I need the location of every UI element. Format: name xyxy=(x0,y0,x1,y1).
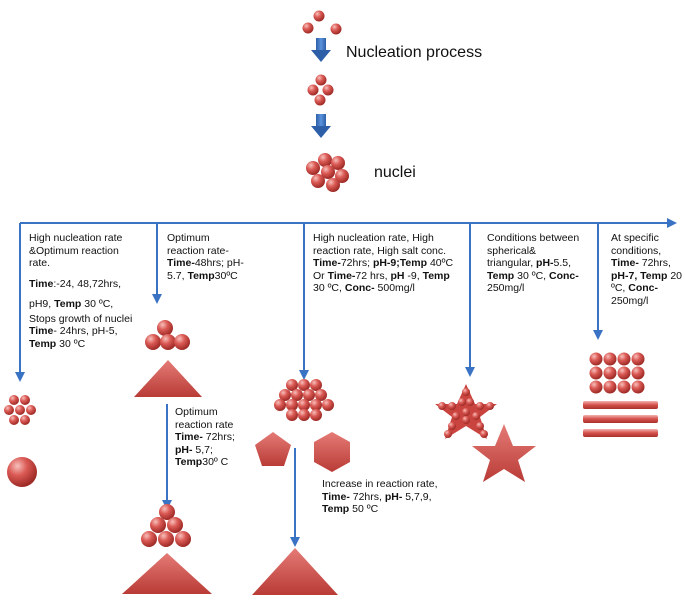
col1-text: High nucleation rate &Optimum reaction r… xyxy=(29,232,141,350)
col4-val1: 5.5, xyxy=(553,257,572,269)
col1-line4: Stops growth of nuclei xyxy=(29,312,133,325)
col3b-val2: 5,7,9, xyxy=(405,490,432,503)
col1-line2: Time:-24, 48,72hrs, xyxy=(29,278,141,291)
col2-text-bottom: Optimum reaction rate Time- 72hrs; pH- 5… xyxy=(175,406,237,469)
col1-line1: High nucleation rate &Optimum reaction r… xyxy=(29,232,123,269)
col1-val-temp: 30 ºC, xyxy=(84,298,114,310)
col4-key1: pH- xyxy=(536,257,554,269)
col3a-key2: pH-9; xyxy=(372,257,400,269)
col5-pre: At specific conditions, xyxy=(611,232,662,257)
col2a-key2: Temp xyxy=(187,269,215,282)
col4-key3: Conc- xyxy=(549,269,579,282)
col1-line6: Temp 30 ºC xyxy=(29,338,141,351)
col2-text-top: Optimum reaction rate-Time-48hrs; pH-5.7… xyxy=(167,232,247,282)
col3a-key4: Time- xyxy=(327,269,356,282)
col3a-val4: 72 hrs, xyxy=(355,269,388,282)
nuclei-cluster xyxy=(306,153,349,192)
col3-triangle xyxy=(252,548,338,595)
col2b-val1: 72hrs; xyxy=(205,431,235,443)
col4-pre: Conditions between spherical& triangular… xyxy=(487,232,580,269)
col3a-key7: Conc- xyxy=(344,282,375,294)
col1-cluster xyxy=(4,395,36,425)
col4-star xyxy=(472,424,536,482)
col3a-key6: Temp xyxy=(422,269,450,282)
down-block-arrow-1 xyxy=(311,38,331,62)
col5-key1: Time- xyxy=(611,257,639,269)
col3b-key2: pH- xyxy=(384,490,403,503)
col2-ball-pyramid xyxy=(145,320,190,350)
col5-val3: 20 ºC, xyxy=(611,269,683,295)
col1-ph: pH9, xyxy=(29,298,52,310)
down-block-arrow-2 xyxy=(311,114,331,138)
col1-key-time2: Time xyxy=(29,325,54,337)
col1-key-temp2: Temp xyxy=(29,337,57,350)
col3-ball-hexagon xyxy=(274,379,334,421)
col3b-pre: Increase in reaction rate, xyxy=(322,478,438,490)
col3a-key1: Time- xyxy=(313,257,341,269)
col3a-val1: 72hrs; xyxy=(340,257,371,269)
col5-ball-grid xyxy=(589,352,645,394)
col5-text: At specific conditions, Time- 72hrs, pH-… xyxy=(611,232,683,307)
col3a-pre: High nucleation rate, High reaction rate… xyxy=(313,232,447,257)
col5-rods xyxy=(583,401,658,437)
col2a-pre: Optimum reaction rate- xyxy=(167,232,229,257)
col2b-pre: Optimum reaction rate xyxy=(175,406,234,431)
col3a-val3: 40ºC Or xyxy=(313,257,454,282)
col1-key-temp: Temp xyxy=(54,298,82,310)
col4-ball-star xyxy=(435,384,497,439)
col3b-val1: 72hrs, xyxy=(352,490,382,503)
col5-val4: 250mg/l xyxy=(611,294,649,307)
col4-text: Conditions between spherical& triangular… xyxy=(487,232,582,295)
col1-line5: Time- 24hrs, pH-5, xyxy=(29,325,141,338)
col3a-key5: pH xyxy=(390,269,405,282)
col3-text-top: High nucleation rate, High reaction rate… xyxy=(313,232,463,295)
col1-line3: pH9, Temp 30 ºC, xyxy=(29,298,141,311)
col1-val-temp2: 30 ºC xyxy=(59,337,86,350)
col4-val2: 30 ºC, xyxy=(517,269,547,282)
col3b-key1: Time- xyxy=(322,490,350,503)
col1-key-time: Time xyxy=(29,277,54,290)
col2a-val2: 30ºC xyxy=(214,269,238,282)
col2-triangle-large xyxy=(122,553,212,594)
atom-cluster-small xyxy=(307,74,334,106)
col4-val3: 250mg/l xyxy=(487,282,525,294)
col2b-key3: Temp xyxy=(175,456,203,468)
col4-key2: Temp xyxy=(487,269,515,282)
scattered-atoms xyxy=(302,10,342,35)
col2-ball-pyramid-large xyxy=(141,504,191,547)
col3a-val7: 500mg/l xyxy=(377,282,415,294)
col5-key2: pH-7, xyxy=(611,269,638,282)
col3b-val3: 50 ºC xyxy=(352,503,379,515)
col2-triangle xyxy=(134,360,202,397)
col2a-val1: 48hrs; pH-5.7, xyxy=(167,257,244,282)
nuclei-label: nuclei xyxy=(374,164,416,181)
col2b-key2: pH- xyxy=(175,443,193,456)
col5-key4: Conc- xyxy=(628,282,659,294)
col1-val-time2: - 24hrs, pH-5, xyxy=(53,325,118,337)
nucleation-process-label: Nucleation process xyxy=(346,44,483,61)
col2b-val3: 30º C xyxy=(202,456,229,468)
col2b-val2: 5,7; xyxy=(195,443,213,456)
col3b-key3: Temp xyxy=(322,503,350,515)
col5-key3: Temp xyxy=(640,269,668,282)
col5-val1: 72hrs, xyxy=(641,257,671,269)
col3a-key3: Temp xyxy=(399,257,428,269)
col3-hexagon xyxy=(314,432,350,472)
col1-sphere xyxy=(7,457,37,487)
col2a-key1: Time- xyxy=(167,257,195,269)
col1-val-time: :-24, 48,72hrs, xyxy=(53,277,122,290)
col2b-key1: Time- xyxy=(175,431,203,443)
col3-text-bottom: Increase in reaction rate, Time- 72hrs, … xyxy=(322,478,447,516)
col3a-val6: 30 ºC, xyxy=(313,282,342,294)
col3-pentagon xyxy=(255,432,291,466)
col3a-val5: -9, xyxy=(407,269,420,282)
